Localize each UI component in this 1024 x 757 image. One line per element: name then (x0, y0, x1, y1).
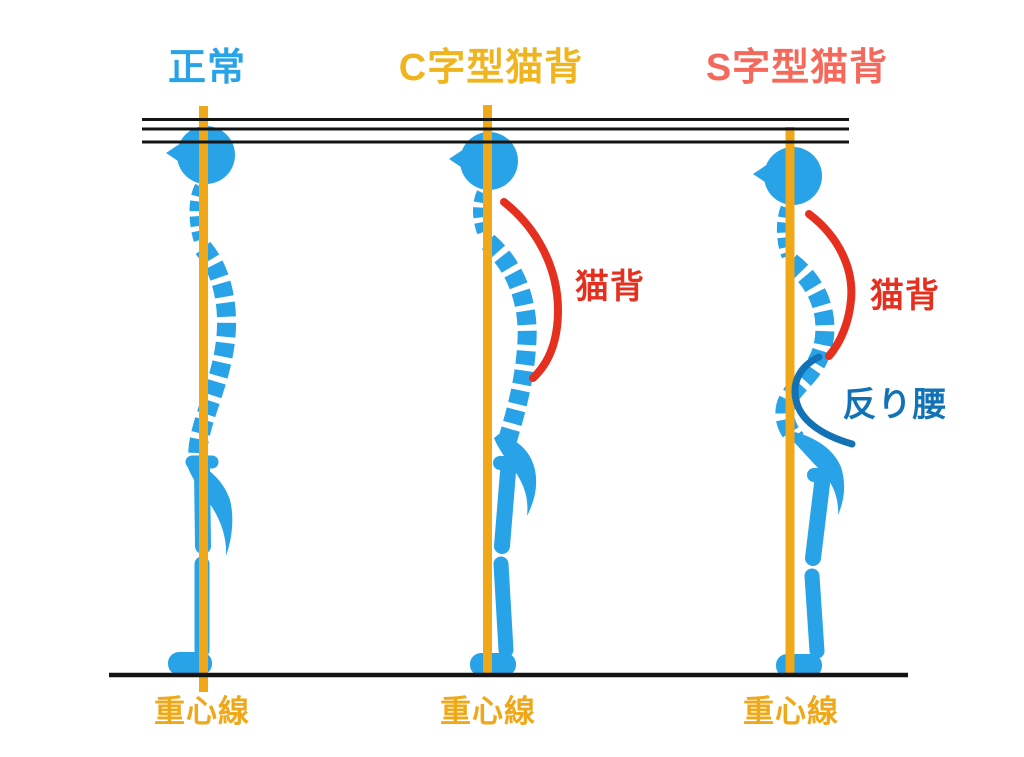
title-c-type: C字型猫背 (398, 47, 584, 89)
thigh-s-type (805, 476, 830, 566)
sacrum-s-type (791, 432, 845, 515)
gravity-line-label-s-type: 重心線 (743, 694, 839, 729)
kyphosis-arc-s-type (805, 210, 856, 360)
kyphosis-arc-c-type (500, 198, 563, 382)
foot-c-type (470, 653, 516, 676)
figure-c-type-body (449, 132, 537, 676)
spine-c-type (481, 234, 537, 445)
title-normal: 正常 (167, 47, 247, 89)
thigh-c-type (494, 464, 516, 554)
kyphosis-label-c-type: 猫背 (575, 268, 645, 306)
lordosis-label-s-type: 反り腰 (842, 386, 948, 424)
gravity-line-label-normal: 重心線 (154, 694, 250, 729)
nose-normal-icon (166, 141, 184, 165)
spine-s-type (775, 254, 835, 447)
shin-c-type (493, 556, 514, 658)
kyphosis-label-s-type: 猫背 (870, 277, 940, 315)
lordosis-arc-s-type (791, 353, 856, 448)
spine-normal (188, 241, 237, 467)
gravity-line-label-c-type: 重心線 (440, 694, 536, 729)
nose-s-type-icon (753, 162, 771, 186)
figure-s-type-body (753, 147, 845, 677)
neck-spine-c-type (473, 190, 492, 239)
shin-s-type (804, 568, 825, 659)
title-s-type: S字型猫背 (705, 47, 889, 89)
nose-c-type-icon (449, 147, 467, 171)
sacrum-c-type (494, 434, 537, 516)
